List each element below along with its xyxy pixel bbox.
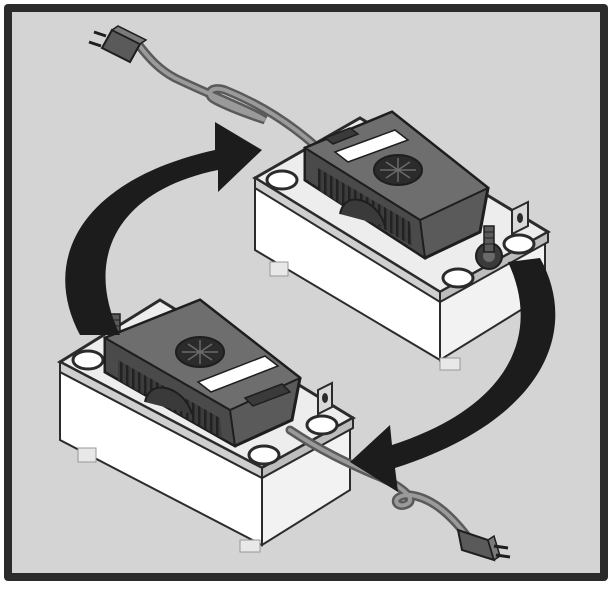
upper-inlet-hole	[502, 233, 536, 255]
upper-fan-icon	[373, 154, 423, 186]
upper-pump	[88, 25, 551, 371]
upper-mounting-tab-icon	[511, 200, 529, 236]
upper-inlet-hole	[265, 169, 299, 191]
lower-inlet-hole	[305, 414, 339, 436]
upper-label-plate	[333, 129, 410, 163]
upper-discharge-fitting	[475, 225, 503, 270]
upper-plug-icon	[88, 25, 148, 64]
upper-inlet-hole	[441, 267, 475, 289]
lower-fan-icon	[175, 336, 225, 368]
lower-plug-icon	[456, 528, 511, 562]
right-rotation-arrow-icon	[350, 258, 556, 492]
lower-pump	[56, 298, 511, 562]
left-rotation-arrow-icon	[65, 122, 262, 335]
lower-mounting-tab-icon	[317, 381, 333, 416]
lower-inlet-hole	[71, 349, 105, 371]
lower-inlet-hole	[247, 444, 281, 466]
lower-label-plate	[196, 355, 280, 393]
